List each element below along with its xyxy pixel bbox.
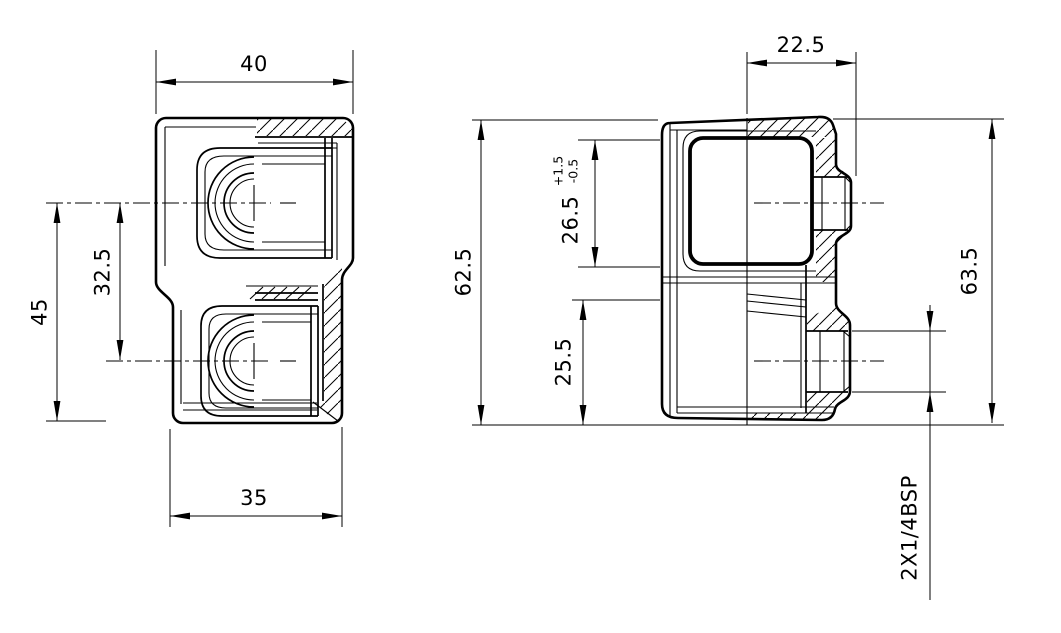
front-view xyxy=(46,116,355,425)
cavity-outer-thin xyxy=(682,130,816,272)
dim-label-35: 35 xyxy=(240,486,268,510)
side-hatch-upper-right xyxy=(816,138,850,177)
dim-label-62-5: 62.5 xyxy=(451,248,475,297)
dimension-front-port-spacing: 32.5 xyxy=(90,203,124,360)
side-hatch-top-band xyxy=(748,117,836,137)
dimension-front-bottom-width: 35 xyxy=(169,427,343,527)
upper-boss-chamfer-bottom xyxy=(844,224,852,232)
front-outline xyxy=(154,116,355,425)
dimension-front-top-width: 40 xyxy=(155,50,354,114)
dim-label-26-5: 26.5 xyxy=(558,196,582,245)
dim-label-40: 40 xyxy=(240,52,268,76)
dimension-side-lower-depth: 25.5 xyxy=(551,299,660,425)
side-view xyxy=(660,115,884,425)
dimension-front-left-height: 45 xyxy=(27,203,106,422)
side-outline xyxy=(660,115,853,422)
side-hatch-below-lower-bore xyxy=(807,392,850,413)
dim-label-port-spec: 2X1/4BSP xyxy=(897,475,921,581)
dim-label-26-5-tol-plus: +1.5 xyxy=(550,156,565,186)
dimension-side-top-width: 22.5 xyxy=(746,33,857,176)
dim-label-26-5-tol-minus: -0.5 xyxy=(565,159,580,183)
lower-boss-chamfer-top xyxy=(842,330,851,338)
dim-label-32-5: 32.5 xyxy=(90,248,114,297)
side-hatch-below-upper-bore xyxy=(816,230,849,282)
dim-label-45: 45 xyxy=(27,298,51,326)
dim-label-63-5: 63.5 xyxy=(957,247,981,296)
cavity-heavy-wall xyxy=(688,136,814,266)
lower-seat-taper-lines xyxy=(746,293,807,318)
lower-boss-chamfer-bottom xyxy=(842,385,851,393)
dimension-side-right-height: 63.5 xyxy=(833,118,1004,423)
dimension-side-left-height: 62.5 xyxy=(451,119,1004,426)
dim-label-25-5: 25.5 xyxy=(551,338,575,387)
section-hatch-right-column xyxy=(316,262,342,420)
mid-band-hatch-ticks xyxy=(249,286,312,300)
dim-label-22-5: 22.5 xyxy=(777,33,826,57)
upper-boss-chamfer-top xyxy=(844,176,852,184)
dimension-port-thread-spec: 2X1/4BSP xyxy=(852,305,946,600)
dimension-side-upper-depth: 26.5 +1.5 -0.5 xyxy=(550,139,660,268)
section-hatch-top-band xyxy=(257,119,352,136)
side-hatch-above-lower-bore xyxy=(807,305,850,331)
